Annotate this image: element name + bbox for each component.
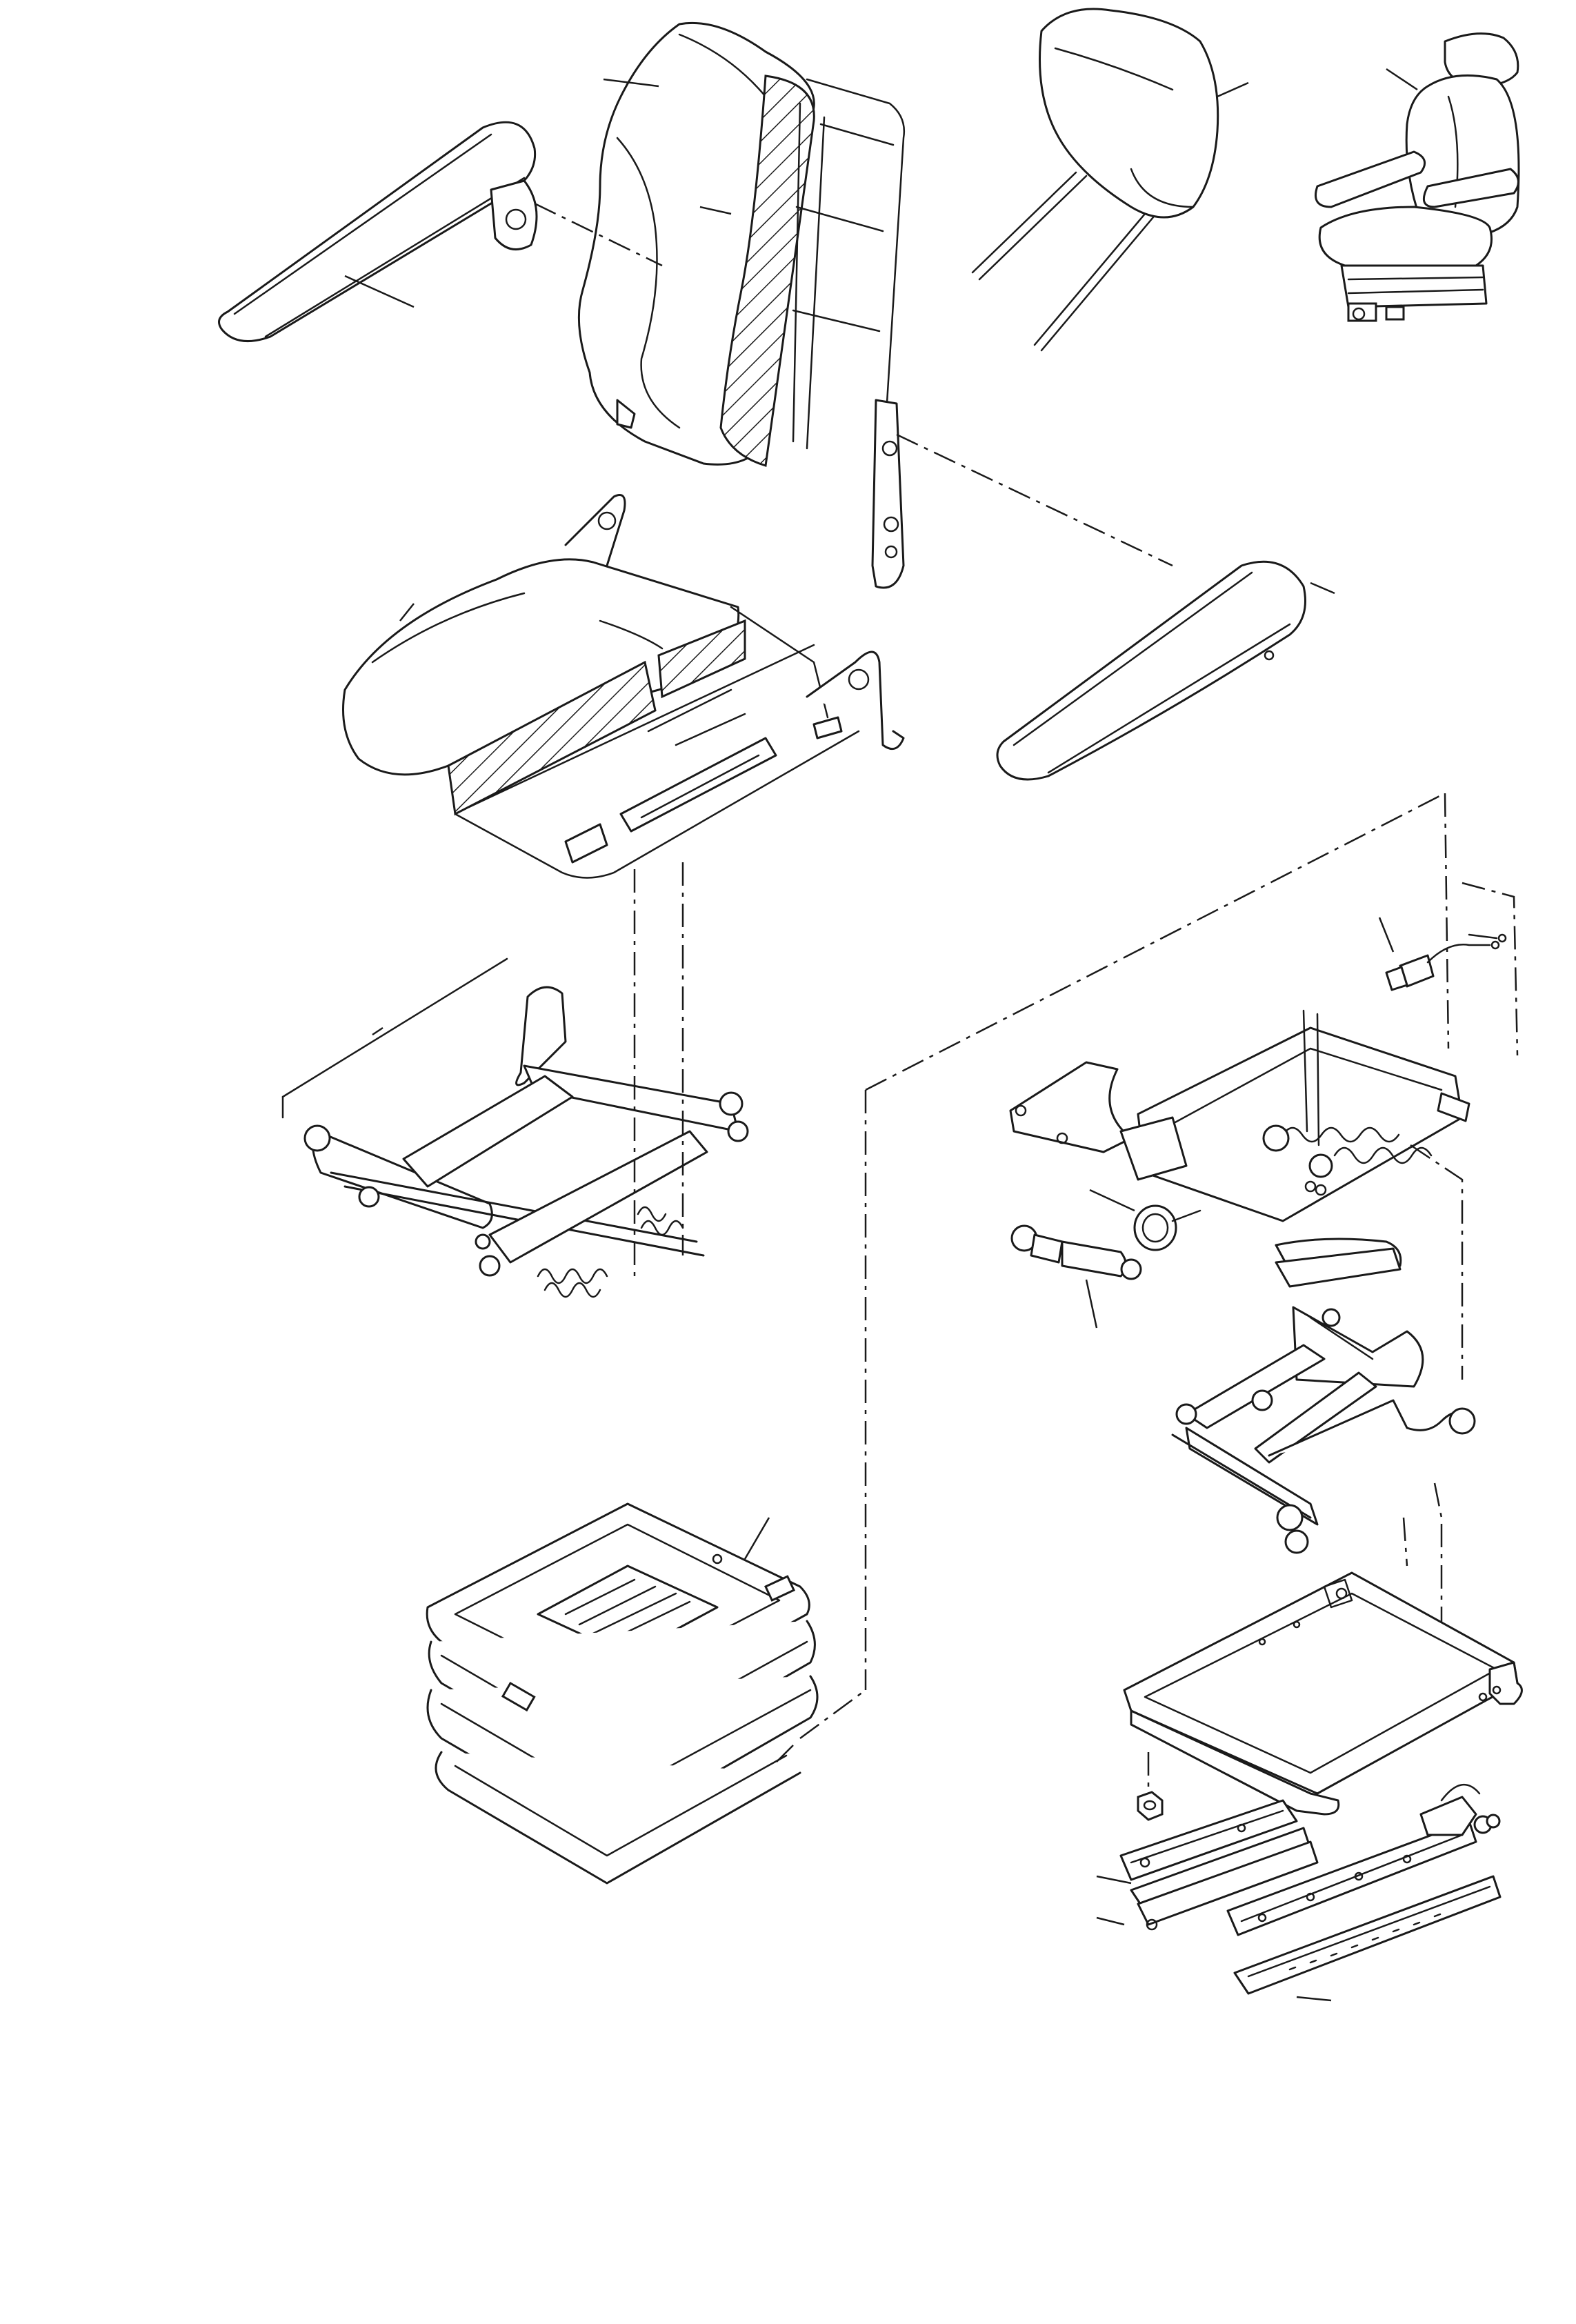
adjust-knob: [1090, 1190, 1200, 1250]
armrest-right: [997, 562, 1335, 779]
armrest-left: [219, 122, 537, 341]
assembly-guide-lines-right: [772, 793, 1517, 1766]
seat-cushion: [343, 495, 904, 878]
shock-absorber: [1012, 1226, 1141, 1328]
backrest: [579, 23, 904, 588]
seat-assembly-preview: [1316, 34, 1519, 321]
slide-rail-left: [1097, 1800, 1317, 1929]
base-frame: [1124, 1573, 1522, 1814]
scissor-linkage: [1173, 1239, 1475, 1553]
seat-adjuster-frame: [283, 959, 748, 1297]
switch: [1379, 917, 1506, 990]
headrest: [972, 9, 1248, 350]
suspension-cover-bellows: [427, 1504, 817, 1883]
suspension-upper-bracket: [1010, 1011, 1469, 1221]
slide-rail-right: [1228, 1785, 1500, 2000]
nut: [1138, 1752, 1162, 1820]
assembly-guide-lines-left: [535, 203, 1173, 1276]
